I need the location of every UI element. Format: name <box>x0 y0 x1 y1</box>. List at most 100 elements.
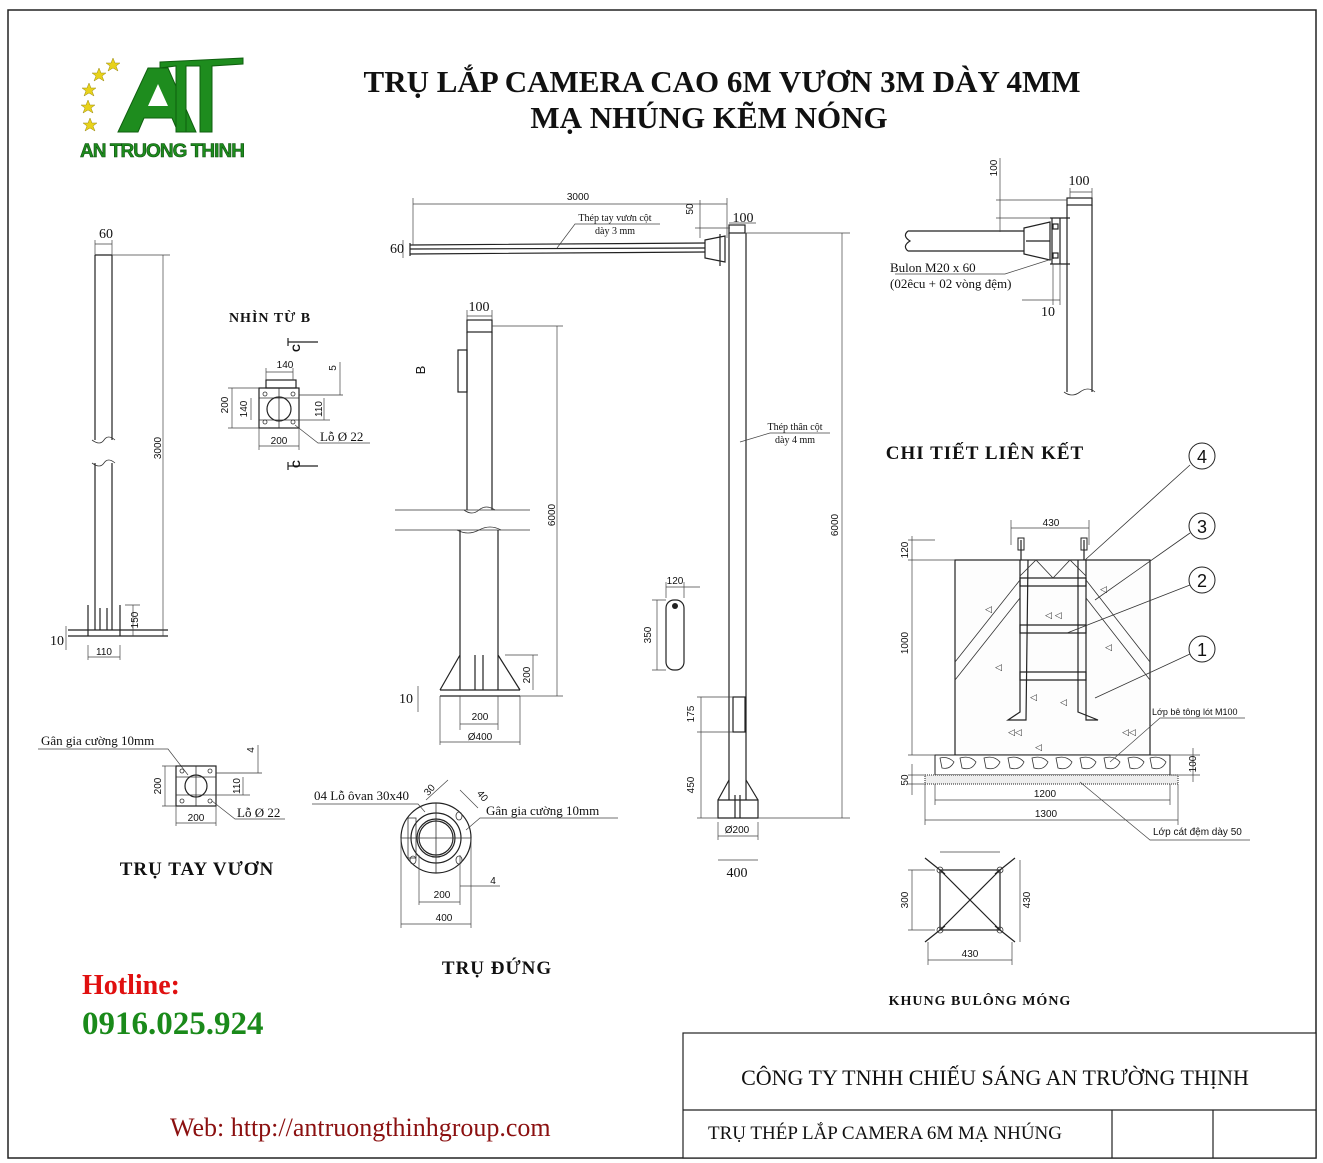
main-dia400-dim: Ø400 <box>468 732 493 743</box>
main-flange-rib: Gân gia cường 10mm <box>486 803 599 818</box>
main-flange-gap: 4 <box>490 876 496 887</box>
drawing-title-line2: MẠ NHÚNG KẼM NÓNG <box>530 100 887 135</box>
sand-layer <box>924 774 1179 785</box>
view-from-b: NHÌN TỪ B C C 140 5 200 140 110 200 Lỗ Ø… <box>220 309 370 470</box>
svg-text:◁: ◁ <box>1030 693 1037 703</box>
bolt-frame-heading: KHUNG BULÔNG MÓNG <box>889 992 1072 1009</box>
svg-text:◁: ◁ <box>995 663 1002 673</box>
assembly-offset: 50 <box>685 203 696 215</box>
view-b-h200: 200 <box>220 396 231 413</box>
svg-text:◁◁: ◁◁ <box>1122 728 1136 738</box>
foundation-h50: 50 <box>900 774 911 786</box>
concrete-note: Lớp bê tông lót M100 <box>1152 707 1237 717</box>
connection-heading: CHI TIẾT LIÊN KẾT <box>886 442 1084 464</box>
view-b-w140: 140 <box>277 360 294 371</box>
arm-flange-gap: 4 <box>246 747 257 753</box>
view-b-gap: 5 <box>328 365 339 371</box>
company-name: CÔNG TY TNHH CHIẾU SÁNG AN TRƯỜNG THỊNH <box>741 1065 1249 1090</box>
bolt-frame-h430: 430 <box>1022 891 1033 908</box>
camera-body <box>665 599 685 671</box>
arm-base-h-dim: 150 <box>130 611 141 628</box>
title-block: CÔNG TY TNHH CHIẾU SÁNG AN TRƯỜNG THỊNH … <box>682 1032 1317 1159</box>
assembly-cap: 100 <box>733 211 754 226</box>
svg-text:◁: ◁ <box>1105 643 1112 653</box>
svg-text:◁: ◁ <box>985 605 992 615</box>
company-logo: AN TRUONG THINH <box>80 57 245 162</box>
assembly-height: 6000 <box>830 513 841 536</box>
assembly-arm-note2: dày 3 mm <box>595 226 635 237</box>
arm-pole-heading: TRỤ TAY VƯƠN <box>120 859 275 880</box>
connection-dim-v: 100 <box>989 159 1000 176</box>
main-flange-detail: 04 Lỗ ôvan 30x40 30 40 Gân gia cường 10m… <box>312 779 618 979</box>
main-flange-holes: 04 Lỗ ôvan 30x40 <box>314 788 409 803</box>
main-height-dim: 6000 <box>547 503 558 526</box>
main-w200-dim: 200 <box>472 712 489 723</box>
foundation-section: ◁◁ ◁◁◁◁◁◁◁◁◁◁◁ 430 120 1000 50 100 1200 … <box>900 442 1250 841</box>
assembly-arm-note1: Thép tay vươn cột <box>578 213 651 224</box>
svg-text:◁: ◁ <box>1060 698 1067 708</box>
sand-note: Lớp cát đệm dày 50 <box>1153 827 1242 838</box>
arm-pole-elevation: 60 3000 150 10 110 <box>50 227 170 660</box>
view-b-h140: 140 <box>239 400 250 417</box>
arm-plate-dim: 10 <box>50 634 64 649</box>
view-b-hole: Lỗ Ø 22 <box>320 429 363 444</box>
assembly-pole-note2: dày 4 mm <box>775 435 815 446</box>
main-top-dim: 100 <box>469 300 490 315</box>
bolt-frame-w430: 430 <box>962 949 979 960</box>
svg-text:◁: ◁ <box>1035 743 1042 753</box>
foundation-h100: 100 <box>1188 755 1199 772</box>
callout-4: 4 <box>1188 442 1216 470</box>
svg-text:1: 1 <box>1197 640 1207 660</box>
product-name: TRỤ THÉP LẮP CAMERA 6M MẠ NHÚNG <box>708 1122 1062 1144</box>
foundation-w430: 430 <box>1043 518 1060 529</box>
svg-text:4: 4 <box>1197 447 1207 467</box>
main-flange-w200: 200 <box>434 890 451 901</box>
main-flange-w400: 400 <box>436 913 453 924</box>
view-b-heading: NHÌN TỪ B <box>229 309 311 326</box>
main-pole-elevation: 100 B 6000 200 10 200 Ø400 <box>395 300 563 745</box>
arm-flange-h110: 110 <box>232 778 243 794</box>
connection-detail: 100 100 Bulon M20 x 60 (02êcu + 02 vòng … <box>886 158 1096 464</box>
view-b-w200: 200 <box>271 436 288 447</box>
svg-text:3: 3 <box>1197 517 1207 537</box>
logo-name: AN TRUONG THINH <box>80 141 245 162</box>
arm-flange-hole: Lỗ Ø 22 <box>237 805 280 820</box>
connection-dim-cap: 100 <box>1069 174 1090 189</box>
arm-length-dim: 3000 <box>153 436 164 459</box>
connection-bolt2: (02êcu + 02 vòng đệm) <box>890 276 1011 291</box>
hotline-number[interactable]: 0916.025.924 <box>82 1006 264 1042</box>
star-icons <box>80 57 121 132</box>
drawing-title-line1: TRỤ LẮP CAMERA CAO 6M VƯƠN 3M DÀY 4MM <box>364 63 1081 99</box>
svg-text:◁: ◁ <box>1100 585 1107 595</box>
section-mark-bottom: C <box>291 460 303 468</box>
main-pole-heading: TRỤ ĐỨNG <box>442 957 552 979</box>
assembly-base-dia: Ø200 <box>725 825 750 836</box>
door-offset: 450 <box>686 776 697 793</box>
arm-flange-w200: 200 <box>188 813 205 824</box>
connection-bolt1: Bulon M20 x 60 <box>890 260 976 275</box>
view-b-h110: 110 <box>314 401 325 417</box>
callout-2: 2 <box>1188 566 1216 594</box>
foundation-h120: 120 <box>900 541 911 558</box>
assembly-base-w: 400 <box>727 866 748 881</box>
bolt-frame-plan: 300 430 430 KHUNG BULÔNG MÓNG <box>889 851 1072 1009</box>
main-base-h-dim: 200 <box>522 666 533 683</box>
foundation-w1300: 1300 <box>1035 809 1058 820</box>
main-view-b-mark: B <box>413 366 428 375</box>
foundation-w1200: 1200 <box>1034 789 1057 800</box>
website-link[interactable]: Web: http://antruongthinhgroup.com <box>170 1113 551 1142</box>
callout-3: 3 <box>1188 512 1216 540</box>
arm-base-w-dim: 110 <box>96 647 112 658</box>
arm-flange-rib: Gân gia cường 10mm <box>41 733 154 748</box>
hotline-label: Hotline: <box>82 970 180 1001</box>
sheet-border <box>7 9 1317 1159</box>
svg-text:◁◁: ◁◁ <box>1008 728 1022 738</box>
svg-text:2: 2 <box>1197 571 1207 591</box>
arm-flange-h200: 200 <box>153 777 164 794</box>
camera-width: 120 <box>667 576 684 587</box>
callout-1: 1 <box>1188 635 1216 663</box>
assembly-elevation: 3000 Thép tay vươn cột dày 3 mm 50 100 6… <box>390 192 850 881</box>
connection-plate: 10 <box>1041 305 1055 320</box>
bolt-frame-h300: 300 <box>900 891 911 908</box>
